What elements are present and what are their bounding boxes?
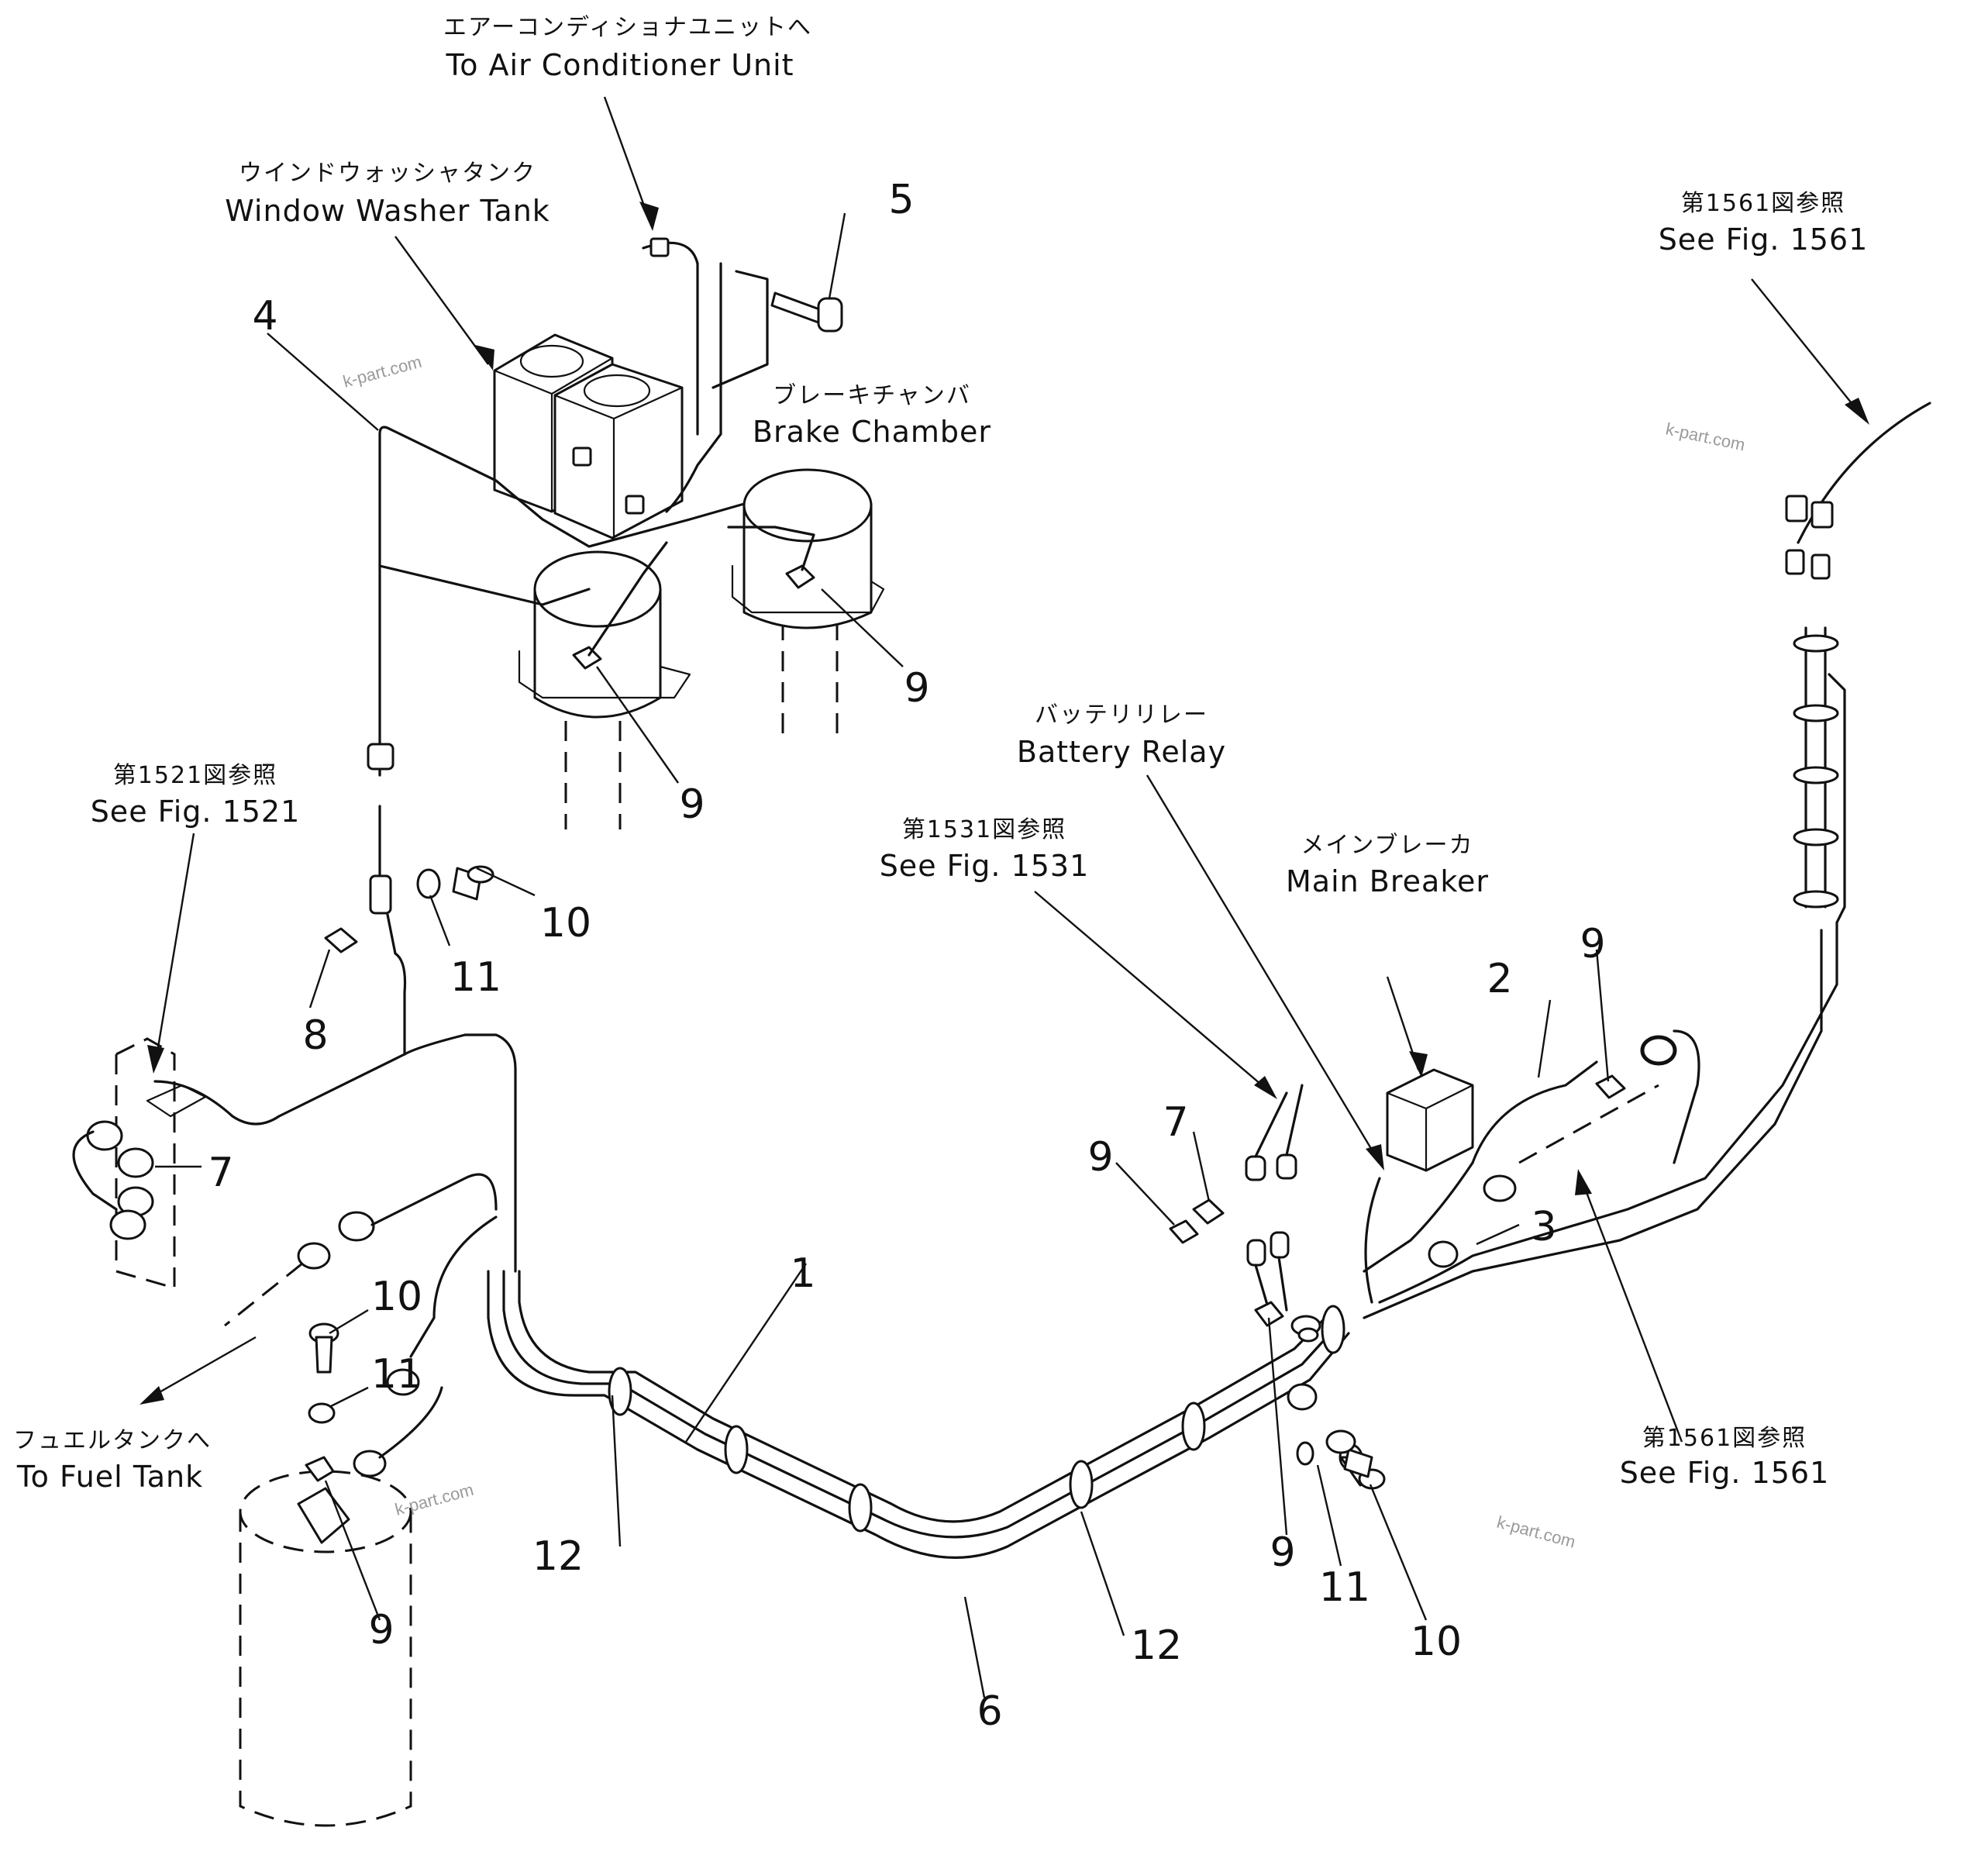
label-brake-chamber-jp: ブレーキチャンバ [773,382,971,409]
label-see-1531-jp: 第1531図参照 [902,816,1066,843]
label-see-1561-top-en: See Fig. 1561 [1659,222,1869,257]
part-number-10-right: 10 [1411,1619,1462,1665]
brake-chamber-right [731,468,885,736]
part-number-9-brake-right: 9 [904,665,929,712]
small-parts [72,237,1676,1490]
part-number-5: 5 [888,177,914,223]
part-number-9-lower: 9 [1270,1529,1295,1576]
part-number-labels: 1 2 3 4 5 6 7 7 8 9 9 9 9 9 9 10 10 10 1… [208,177,1605,1735]
part-number-7-mid: 7 [1163,1099,1188,1146]
part-number-10-left: 10 [371,1274,422,1320]
label-fuel-tank-en: To Fuel Tank [16,1460,203,1494]
main-breaker-box [1386,1068,1474,1172]
leader-lines [140,96,1869,1698]
part-number-9-right: 9 [1580,921,1605,967]
label-air-conditioner-en: To Air Conditioner Unit [445,48,794,82]
brake-chamber-left [518,550,691,829]
part-number-6: 6 [977,1688,1002,1735]
part-number-12-left: 12 [532,1533,584,1580]
label-see-1561-bottom-jp: 第1561図参照 [1642,1425,1807,1452]
part-number-10-top: 10 [540,900,591,946]
label-battery-relay-jp: バッテリリレー [1035,702,1208,729]
part-number-7-left: 7 [208,1150,233,1196]
label-see-1531-en: See Fig. 1531 [880,849,1090,883]
part-number-2: 2 [1487,956,1512,1002]
part-number-8: 8 [302,1012,328,1059]
label-fuel-tank-jp: フュエルタンクへ [13,1427,212,1454]
upper-harness-4 [153,241,769,1273]
part-number-12-right: 12 [1131,1622,1182,1669]
main-harness [487,1270,1350,1559]
label-brake-chamber-en: Brake Chamber [753,415,991,449]
part-number-3: 3 [1531,1204,1556,1250]
watermark-4: k-part.com [1495,1512,1578,1552]
watermark-2: k-part.com [1664,419,1747,454]
part-number-4: 4 [252,293,277,340]
part-number-9-fuel: 9 [368,1607,394,1653]
part-number-11-right: 11 [1319,1564,1370,1611]
label-window-washer-en: Window Washer Tank [225,194,550,228]
label-battery-relay-en: Battery Relay [1017,735,1226,769]
label-see-1521-en: See Fig. 1521 [91,795,301,829]
label-main-breaker-en: Main Breaker [1286,864,1489,898]
fuel-tank [239,1470,412,1827]
right-harness [1363,402,1931,1319]
label-air-conditioner-jp: エアーコンディショナユニットへ [443,14,812,41]
label-window-washer-jp: ウインドウォッシャタンク [239,160,536,187]
watermark-1: k-part.com [341,352,424,391]
label-see-1561-bottom-en: See Fig. 1561 [1620,1456,1830,1490]
part-number-9-mid: 9 [1087,1134,1113,1181]
part-number-9-brake-left: 9 [679,781,705,828]
part-number-11-top: 11 [450,954,501,1001]
part-number-11-left: 11 [371,1351,422,1398]
watermark-3: k-part.com [393,1480,476,1519]
callout-labels: エアーコンディショナユニットへ To Air Conditioner Unit … [13,14,1869,1494]
part-number-1: 1 [790,1250,815,1297]
label-see-1561-top-jp: 第1561図参照 [1681,190,1845,217]
window-washer-tank [493,333,684,540]
label-main-breaker-jp: メインブレーカ [1301,832,1473,859]
label-see-1521-jp: 第1521図参照 [113,762,277,789]
watermarks: k-part.com k-part.com k-part.com k-part.… [341,352,1747,1552]
